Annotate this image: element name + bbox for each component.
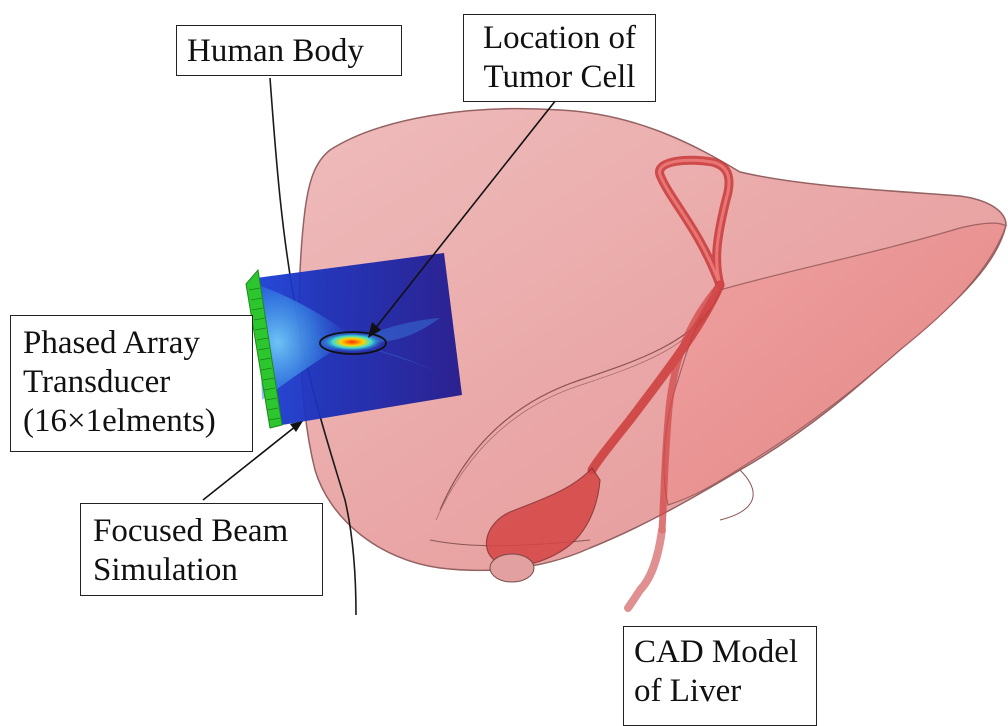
focused-beam-panel: [256, 253, 462, 425]
transducer-label-line-3: (16×1elments): [23, 402, 242, 441]
cad-model-label-line-1: CAD Model: [634, 633, 806, 672]
cad-model-label: CAD Model of Liver: [623, 626, 817, 726]
transducer-label-line-1: Phased Array: [23, 324, 242, 363]
beam-simulation-label: Focused Beam Simulation: [80, 503, 323, 596]
beam-simulation-label-line-1: Focused Beam: [93, 512, 312, 551]
cad-model-label-line-2: of Liver: [634, 672, 806, 711]
human-body-label-line-1: Human Body: [187, 32, 391, 71]
gallbladder-base: [490, 554, 534, 582]
transducer-label: Phased Array Transducer (16×1elments): [10, 315, 253, 452]
transducer-label-line-2: Transducer: [23, 363, 242, 402]
human-body-label: Human Body: [176, 25, 402, 76]
tumor-location-label: Location of Tumor Cell: [463, 14, 656, 102]
tumor-location-label-line-2: Tumor Cell: [474, 58, 645, 97]
tumor-location-label-line-1: Location of: [474, 19, 645, 58]
beam-simulation-label-line-2: Simulation: [93, 551, 312, 590]
vessel-lower-tail: [628, 530, 662, 608]
